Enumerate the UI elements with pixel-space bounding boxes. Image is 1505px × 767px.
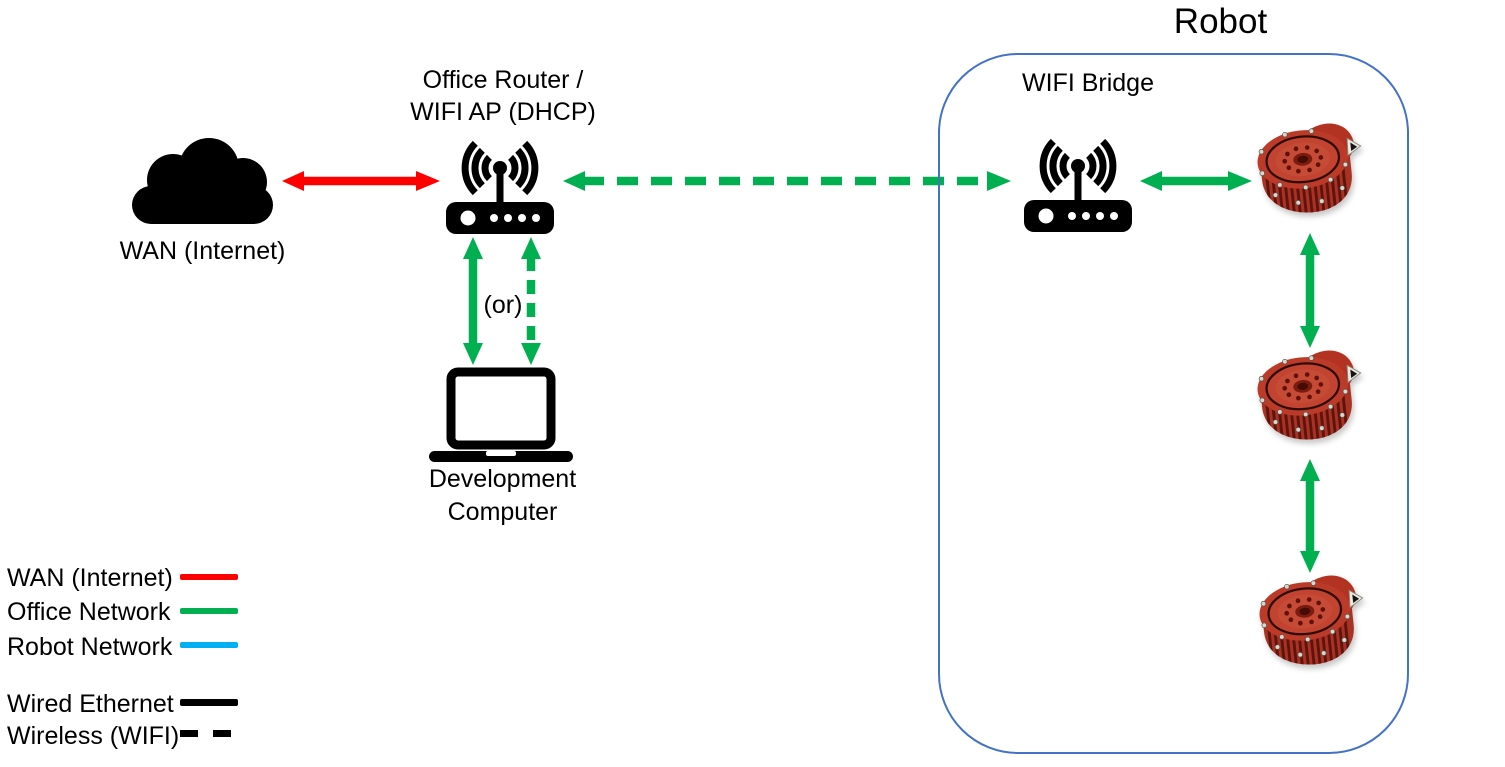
legend-label-wired-ethernet: Wired Ethernet: [7, 690, 174, 718]
legend-label-robot-network: Robot Network: [7, 633, 173, 661]
legend-swatch-wan: [180, 574, 238, 580]
actuator-1-image: [1248, 119, 1366, 228]
arrow-bridge-to-actuator-1: [1140, 171, 1252, 191]
development-computer-label-line2: Computer: [447, 498, 558, 526]
development-computer-label: Development Computer: [400, 463, 605, 529]
office-router-label-line1: Office Router /: [422, 66, 584, 94]
legend-label-wireless-wifi: Wireless (WIFI): [7, 722, 180, 750]
arrow-wan-to-router: [282, 171, 440, 191]
robot-group-box: [938, 53, 1409, 754]
arrow-router-to-computer-wired: [463, 237, 483, 365]
wifi-bridge-label: WIFI Bridge: [1022, 69, 1154, 97]
development-computer-label-line1: Development: [428, 465, 577, 493]
actuator-2-image: [1248, 346, 1366, 455]
arrow-router-to-computer-wireless: [521, 237, 541, 365]
office-router-label: Office Router / WIFI AP (DHCP): [398, 64, 608, 128]
or-label: (or): [483, 291, 523, 319]
wan-label: WAN (Internet): [119, 237, 286, 265]
legend-swatch-wireless-wifi: [180, 730, 238, 737]
legend-label-wan: WAN (Internet): [7, 564, 173, 592]
wifi-router-icon: [444, 122, 556, 240]
arrow-actuator2-to-actuator3: [1300, 459, 1320, 573]
actuator-3-image: [1250, 571, 1368, 680]
robot-group-title: Robot: [1173, 2, 1268, 41]
legend-swatch-office-network: [180, 608, 238, 614]
arrow-router-to-bridge: [563, 171, 1011, 191]
legend-swatch-wired-ethernet: [180, 699, 238, 706]
arrow-actuator1-to-actuator2: [1300, 233, 1320, 348]
wifi-bridge-icon: [1022, 120, 1134, 238]
laptop-icon: [429, 367, 573, 462]
cloud-icon: [132, 138, 273, 224]
legend-label-office-network: Office Network: [7, 598, 171, 626]
legend-swatch-robot-network: [180, 642, 238, 648]
office-router-label-line2: WIFI AP (DHCP): [410, 98, 596, 126]
